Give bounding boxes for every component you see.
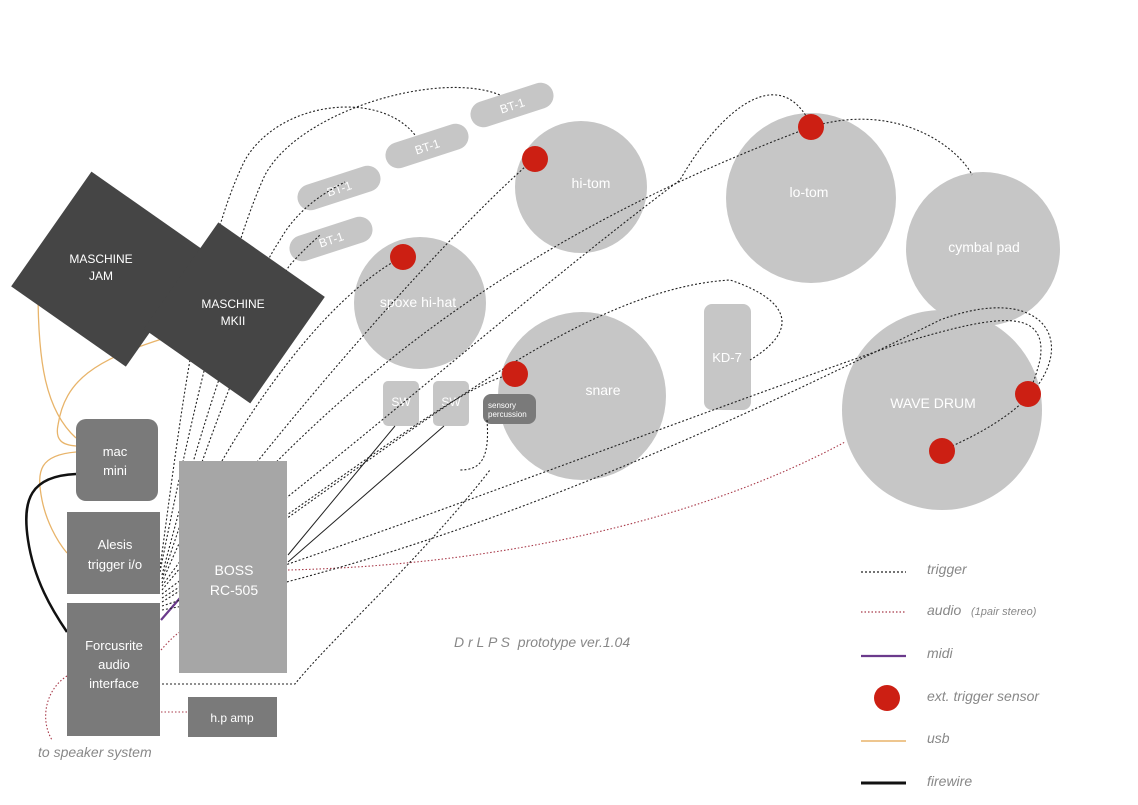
legend-audio-note: (1pair stereo) <box>971 606 1037 618</box>
pad-lo-tom-label: lo-tom <box>790 184 829 200</box>
kd7-label: KD-7 <box>712 350 742 365</box>
pad-snare: snare <box>498 312 666 480</box>
legend-sensor-swatch <box>874 685 900 711</box>
maschine-jam-label-2: JAM <box>89 269 113 283</box>
legend-sensor-label: ext. trigger sensor <box>927 688 1040 704</box>
pad-wave-drum: WAVE DRUM <box>842 310 1042 510</box>
legend-midi-label: midi <box>927 645 954 661</box>
kd7-pedal: KD-7 <box>704 304 751 410</box>
maschine-mk2: MASCHINE MKII <box>143 222 325 404</box>
pad-hi-hat: spoxe hi-hat <box>354 237 486 369</box>
bt1-pad-1: BT-1 <box>297 165 381 211</box>
hp-amp-label: h.p amp <box>210 711 254 725</box>
pad-cymbal: cymbal pad <box>906 172 1060 326</box>
mac-mini: mac mini <box>76 419 158 501</box>
alesis-label-1: Alesis <box>98 537 133 552</box>
sensor-lo-tom <box>798 114 824 140</box>
focusrite-interface: Forcusrite audio interface <box>67 603 160 736</box>
legend-trigger-label: trigger <box>927 561 968 577</box>
sensory-label-1: sensory <box>488 401 516 410</box>
alesis-label-2: trigger i/o <box>88 557 142 572</box>
legend-audio-label: audio <box>927 602 961 618</box>
bt1-pad-4: BT-1 <box>289 216 373 262</box>
legend: trigger audio (1pair stereo) midi ext. t… <box>861 561 1040 789</box>
boss-label-2: RC-505 <box>210 582 258 598</box>
firewire-connection <box>25 472 77 633</box>
pad-wave-drum-label: WAVE DRUM <box>890 395 976 411</box>
pedal-cables <box>287 425 445 563</box>
pad-hi-tom-label: hi-tom <box>572 175 611 191</box>
sensor-wave-drum-head <box>929 438 955 464</box>
alesis-trigger-io: Alesis trigger i/o <box>67 512 160 594</box>
mac-mini-label-1: mac <box>103 444 128 459</box>
boss-label-1: BOSS <box>215 562 254 578</box>
boss-rc505: BOSS RC-505 <box>179 461 287 673</box>
midi-connection <box>160 597 181 621</box>
diagram-caption: D r L P S prototype ver.1.04 <box>454 634 630 650</box>
focusrite-label-2: audio <box>98 657 130 672</box>
sensor-hi-tom <box>522 146 548 172</box>
maschine-mk2-label-1: MASCHINE <box>201 297 264 311</box>
pad-cymbal-label: cymbal pad <box>948 239 1020 255</box>
mac-mini-label-2: mini <box>103 463 127 478</box>
maschine-mk2-label-2: MKII <box>221 314 246 328</box>
pad-hi-hat-label: spoxe hi-hat <box>380 294 456 310</box>
hp-amp: h.p amp <box>188 697 277 737</box>
legend-firewire-label: firewire <box>927 773 972 789</box>
sw-pedal-1-label: SW <box>391 395 411 409</box>
focusrite-label-1: Forcusrite <box>85 638 143 653</box>
sensory-label-2: percussion <box>488 410 527 419</box>
audio-connections <box>45 441 846 741</box>
sw-pedal-2: SW <box>433 381 469 426</box>
focusrite-label-3: interface <box>89 676 139 691</box>
sensor-snare <box>502 361 528 387</box>
ext-trigger-sensors <box>390 114 1041 464</box>
trigger-connections <box>159 87 1052 685</box>
maschine-jam-label-1: MASCHINE <box>69 252 132 266</box>
sensory-percussion: sensory percussion <box>483 394 536 424</box>
bt1-pad-3: BT-1 <box>470 82 554 128</box>
sensor-wave-drum-rim <box>1015 381 1041 407</box>
pad-snare-label: snare <box>585 382 620 398</box>
sw-pedal-1: SW <box>383 381 419 426</box>
legend-usb-label: usb <box>927 730 950 746</box>
sensor-hi-hat <box>390 244 416 270</box>
pad-hi-tom: hi-tom <box>515 121 647 253</box>
bt1-pad-2: BT-1 <box>385 123 469 169</box>
pad-lo-tom: lo-tom <box>726 113 896 283</box>
speaker-note: to speaker system <box>38 744 152 760</box>
